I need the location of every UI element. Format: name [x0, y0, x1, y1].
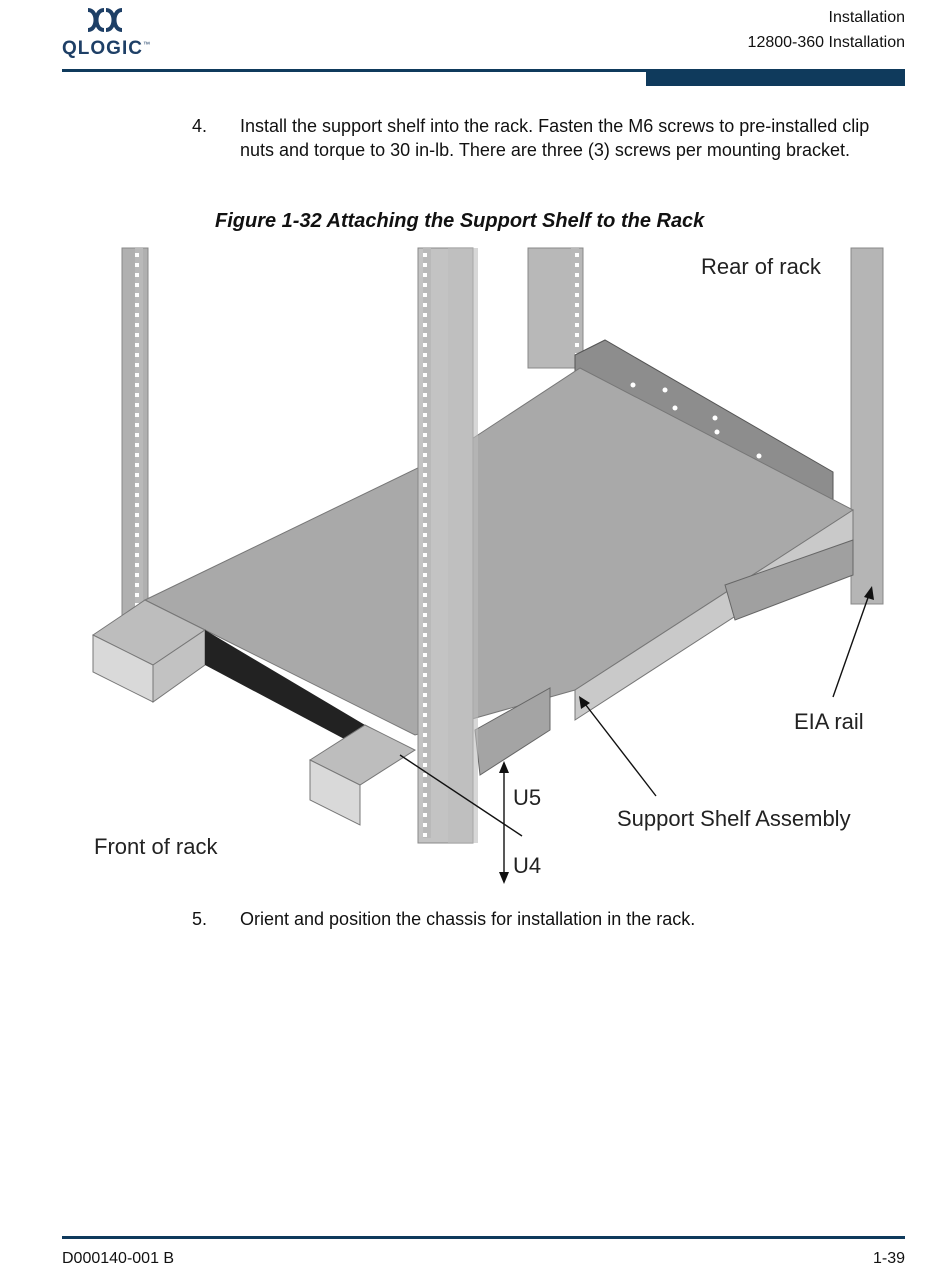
eia-rail-post [850, 247, 884, 605]
step-number: 5. [192, 909, 208, 929]
qlogic-logo: QLOGIC™ [62, 4, 152, 60]
header-chapter: 12800-360 Installation [747, 34, 905, 51]
label-eia-rail: EIA rail [794, 709, 864, 734]
footer-page-number: 1-39 [872, 1250, 905, 1267]
footer-rule [62, 1236, 905, 1239]
figure-title: Figure 1-32 Attaching the Support Shelf … [215, 210, 705, 232]
label-front-of-rack: Front of rack [94, 834, 218, 859]
rack-shelf-drawing: Rear of rack EIA rail Support Shelf Asse… [92, 247, 884, 884]
header-section: Installation [828, 9, 906, 26]
shelf-side-face [574, 509, 854, 721]
side-mounting-bracket [724, 539, 854, 621]
step-number: 4. [192, 116, 208, 136]
label-support-shelf-assembly: Support Shelf Assembly [617, 806, 851, 831]
label-rear-of-rack: Rear of rack [701, 254, 822, 279]
front-mounting-bracket [474, 687, 551, 776]
header-bar [646, 69, 905, 86]
footer-doc-id: D000140-001 B [62, 1250, 175, 1267]
qlogic-logo-icon [87, 8, 123, 32]
label-u5: U5 [513, 785, 541, 810]
rack-shelf-illustration: Rear of rack EIA rail Support Shelf Asse… [85, 240, 895, 890]
step-text: Install the support shelf into the rack.… [240, 116, 870, 160]
logo-wordmark: QLOGIC™ [62, 38, 151, 59]
shelf-recess [205, 630, 365, 750]
shelf-right-arm-front [309, 759, 361, 826]
header-rule [62, 69, 905, 72]
step-text: Orient and position the chassis for inst… [240, 909, 696, 929]
label-u4: U4 [513, 853, 541, 878]
